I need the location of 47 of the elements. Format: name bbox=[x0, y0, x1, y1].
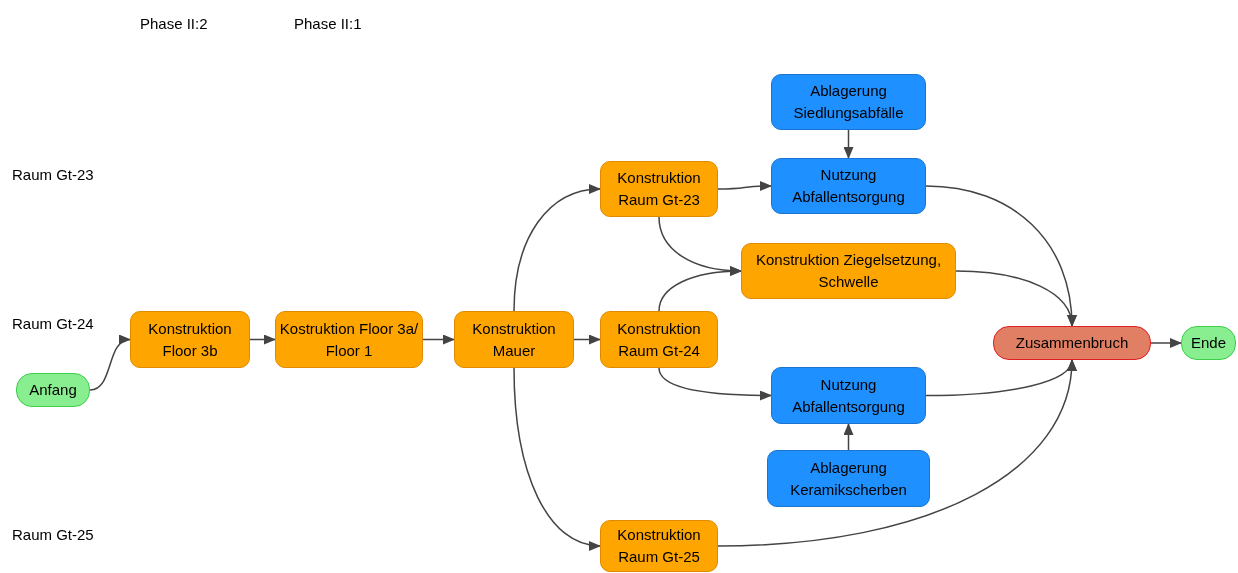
box-label: Kostruktion Floor 3a/ Floor 1 bbox=[279, 318, 419, 361]
box-label: Konstruktion Floor 3b bbox=[147, 318, 233, 361]
process-box bbox=[600, 161, 718, 217]
arrow bbox=[658, 367, 772, 401]
arrow bbox=[513, 184, 601, 312]
process-box bbox=[16, 373, 90, 407]
box-label: Konstruktion Raum Gt-23 bbox=[616, 168, 702, 210]
process-box bbox=[767, 450, 930, 507]
process-box bbox=[130, 311, 250, 368]
process-box bbox=[275, 311, 423, 368]
arrow bbox=[843, 423, 854, 451]
process-box bbox=[993, 326, 1151, 360]
process-box bbox=[1181, 326, 1236, 360]
process-box bbox=[771, 158, 926, 214]
box-label: Konstruktion Ziegelsetzung, Schwelle bbox=[754, 250, 943, 292]
box-label: Konstruktion Mauer bbox=[471, 318, 557, 361]
arrow bbox=[843, 129, 854, 159]
box-label: Konstruktion Raum Gt-25 bbox=[616, 525, 702, 567]
arrow bbox=[513, 367, 601, 550]
box-label: Nutzung Abfallentsorgung bbox=[791, 165, 906, 207]
phase-label: Phase II:1 bbox=[294, 14, 362, 34]
box-label: Konstruktion Raum Gt-24 bbox=[616, 318, 702, 361]
box-label: Anfang bbox=[29, 380, 77, 400]
box-label: Ablagerung Keramikscherben bbox=[789, 457, 908, 500]
arrow bbox=[717, 359, 1076, 547]
process-box bbox=[771, 367, 926, 424]
room-label: Raum Gt-23 bbox=[12, 165, 94, 185]
arrow bbox=[422, 334, 455, 345]
arrow bbox=[955, 270, 1076, 327]
room-label: Raum Gt-24 bbox=[12, 314, 94, 334]
process-box bbox=[600, 520, 718, 572]
box-label: Zusammenbruch bbox=[1015, 333, 1129, 353]
process-box bbox=[600, 311, 718, 368]
arrow bbox=[89, 336, 131, 391]
box-label: Ende bbox=[1190, 333, 1226, 353]
arrow bbox=[1150, 338, 1182, 348]
phase-label: Phase II:2 bbox=[140, 14, 208, 34]
process-box bbox=[741, 243, 956, 299]
process-box bbox=[454, 311, 574, 368]
arrow bbox=[658, 266, 742, 312]
arrow bbox=[717, 181, 772, 192]
arrow bbox=[573, 334, 601, 345]
room-label: Raum Gt-25 bbox=[12, 525, 94, 545]
process-box bbox=[771, 74, 926, 130]
arrow bbox=[249, 334, 276, 345]
box-label: Ablagerung Siedlungsabfälle bbox=[792, 81, 905, 123]
box-label: Nutzung Abfallentsorgung bbox=[791, 374, 906, 417]
